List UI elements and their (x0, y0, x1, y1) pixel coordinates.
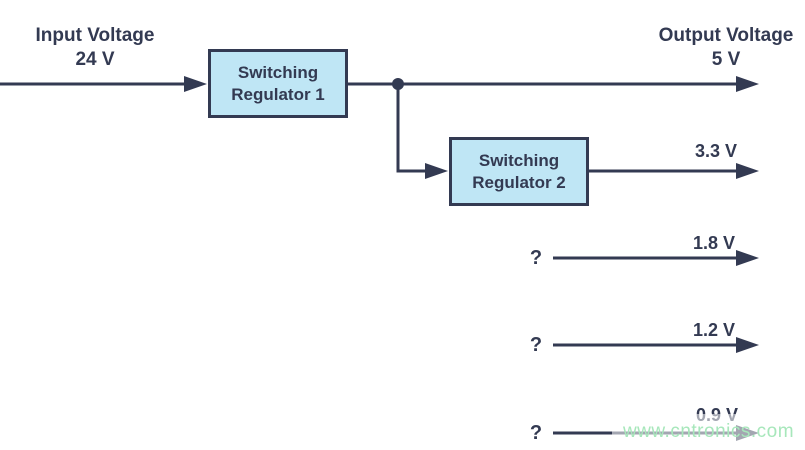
switching-regulator-1-box: Switching Regulator 1 (208, 49, 348, 118)
unknown-source-1v2: ? (529, 334, 543, 356)
output-voltage-value: 5 V (711, 49, 741, 70)
watermark: www.cntronics.com (612, 414, 805, 450)
regulator2-label-line1: Switching (478, 150, 560, 170)
rail-3v3-label: 3.3 V (694, 141, 738, 161)
1v8-arrowhead-icon (736, 250, 759, 266)
switching-regulator-2-box: Switching Regulator 2 (449, 137, 589, 206)
rail-1v8-label: 1.8 V (692, 233, 736, 253)
output-voltage-label: Output Voltage 5 V (641, 24, 805, 72)
input-voltage-title: Input Voltage (35, 25, 155, 46)
unknown-source-1v8: ? (529, 247, 543, 269)
3v3-arrowhead-icon (736, 163, 759, 179)
input-arrowhead-icon (184, 76, 207, 92)
watermark-text: www.cntronics.com (622, 421, 795, 442)
input-voltage-label: Input Voltage 24 V (10, 24, 180, 72)
regulator1-label-line1: Switching (237, 62, 319, 82)
output-voltage-title: Output Voltage (658, 25, 794, 46)
branch-arrowhead-icon (425, 163, 448, 179)
unknown-source-0v9: ? (529, 422, 543, 444)
1v2-arrowhead-icon (736, 337, 759, 353)
5v-arrowhead-icon (736, 76, 759, 92)
regulator1-label-line2: Regulator 1 (231, 84, 325, 104)
input-voltage-value: 24 V (75, 49, 115, 70)
regulator2-label-line2: Regulator 2 (472, 172, 566, 192)
rail-1v2-label: 1.2 V (692, 320, 736, 340)
